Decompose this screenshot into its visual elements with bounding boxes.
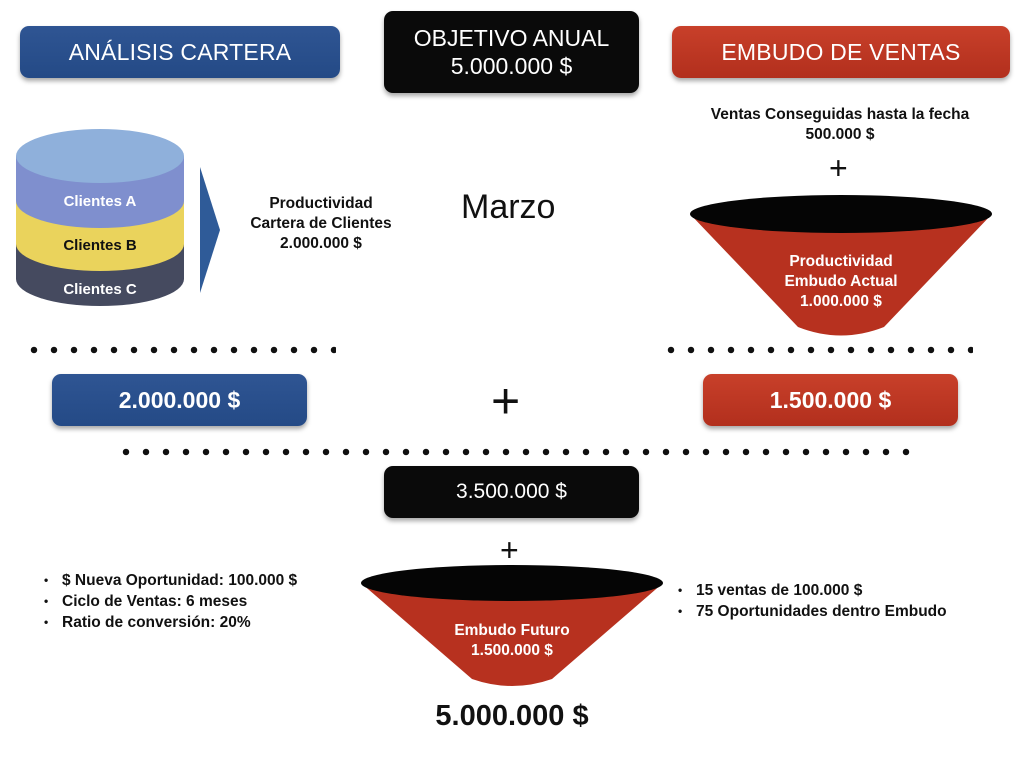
future-funnel-line-1: Embudo Futuro — [454, 622, 570, 639]
future-notes-list: 15 ventas de 100.000 $ 75 Oportunidades … — [678, 580, 947, 622]
funnel-total-pill: 1.500.000 $ — [703, 374, 958, 426]
combined-total-pill: 3.500.000 $ — [384, 466, 639, 518]
right-arrow-icon — [200, 167, 220, 293]
portfolio-total-value: 2.000.000 $ — [118, 386, 241, 413]
portfolio-line-2: Cartera de Clientes — [250, 215, 392, 232]
clientes-a-label: Clientes A — [63, 193, 137, 210]
current-funnel-icon — [690, 195, 992, 336]
objetivo-anual-value: 5.000.000 $ — [450, 53, 573, 79]
portfolio-total-pill: 2.000.000 $ — [52, 374, 307, 426]
combined-total-value: 3.500.000 $ — [456, 480, 567, 503]
current-funnel-line-1: Productividad — [789, 253, 893, 270]
future-note-item: 75 Oportunidades dentro Embudo — [678, 601, 947, 622]
analisis-cartera-label: ANÁLISIS CARTERA — [68, 38, 292, 65]
current-funnel-line-3: 1.000.000 $ — [800, 293, 882, 310]
embudo-ventas-label: EMBUDO DE VENTAS — [721, 38, 961, 65]
embudo-ventas-header: EMBUDO DE VENTAS — [672, 26, 1010, 78]
sales-to-date-label: Ventas Conseguidas hasta la fecha — [710, 106, 970, 123]
plus-sign-future: + — [500, 532, 519, 568]
objetivo-anual-title: OBJETIVO ANUAL — [413, 25, 610, 51]
clientes-c-label: Clientes C — [63, 281, 137, 298]
sales-to-date-value: 500.000 $ — [805, 126, 875, 143]
current-funnel-line-2: Embudo Actual — [784, 273, 898, 290]
client-database-cylinder — [16, 129, 184, 306]
dotted-separator-right — [661, 346, 973, 354]
final-total: 5.000.000 $ — [435, 700, 589, 732]
portfolio-productivity: Productividad Cartera de Clientes 2.000.… — [232, 194, 410, 254]
assumption-item: Ciclo de Ventas: 6 meses — [44, 591, 297, 612]
funnel-total-value: 1.500.000 $ — [769, 386, 892, 413]
future-funnel-icon — [361, 565, 663, 686]
analisis-cartera-header: ANÁLISIS CARTERA — [20, 26, 340, 78]
assumption-item: Ratio de conversión: 20% — [44, 612, 297, 633]
future-funnel-text: Embudo Futuro 1.500.000 $ — [412, 621, 612, 661]
dotted-separator-middle — [116, 448, 912, 456]
clientes-b-label: Clientes B — [63, 237, 137, 254]
portfolio-line-3: 2.000.000 $ — [280, 235, 362, 252]
current-funnel-text: Productividad Embudo Actual 1.000.000 $ — [741, 252, 941, 312]
objetivo-anual-header: OBJETIVO ANUAL 5.000.000 $ — [384, 11, 639, 93]
future-funnel-line-2: 1.500.000 $ — [471, 642, 553, 659]
assumption-item: $ Nueva Oportunidad: 100.000 $ — [44, 570, 297, 591]
plus-sign-totals: + — [491, 373, 521, 429]
future-note-item: 15 ventas de 100.000 $ — [678, 580, 947, 601]
month-label: Marzo — [461, 188, 556, 226]
plus-sign-sales: + — [829, 150, 848, 186]
portfolio-line-1: Productividad — [269, 195, 373, 212]
assumptions-list: $ Nueva Oportunidad: 100.000 $ Ciclo de … — [44, 570, 297, 633]
dotted-separator-left — [24, 346, 336, 354]
sales-to-date: Ventas Conseguidas hasta la fecha 500.00… — [680, 105, 1000, 145]
